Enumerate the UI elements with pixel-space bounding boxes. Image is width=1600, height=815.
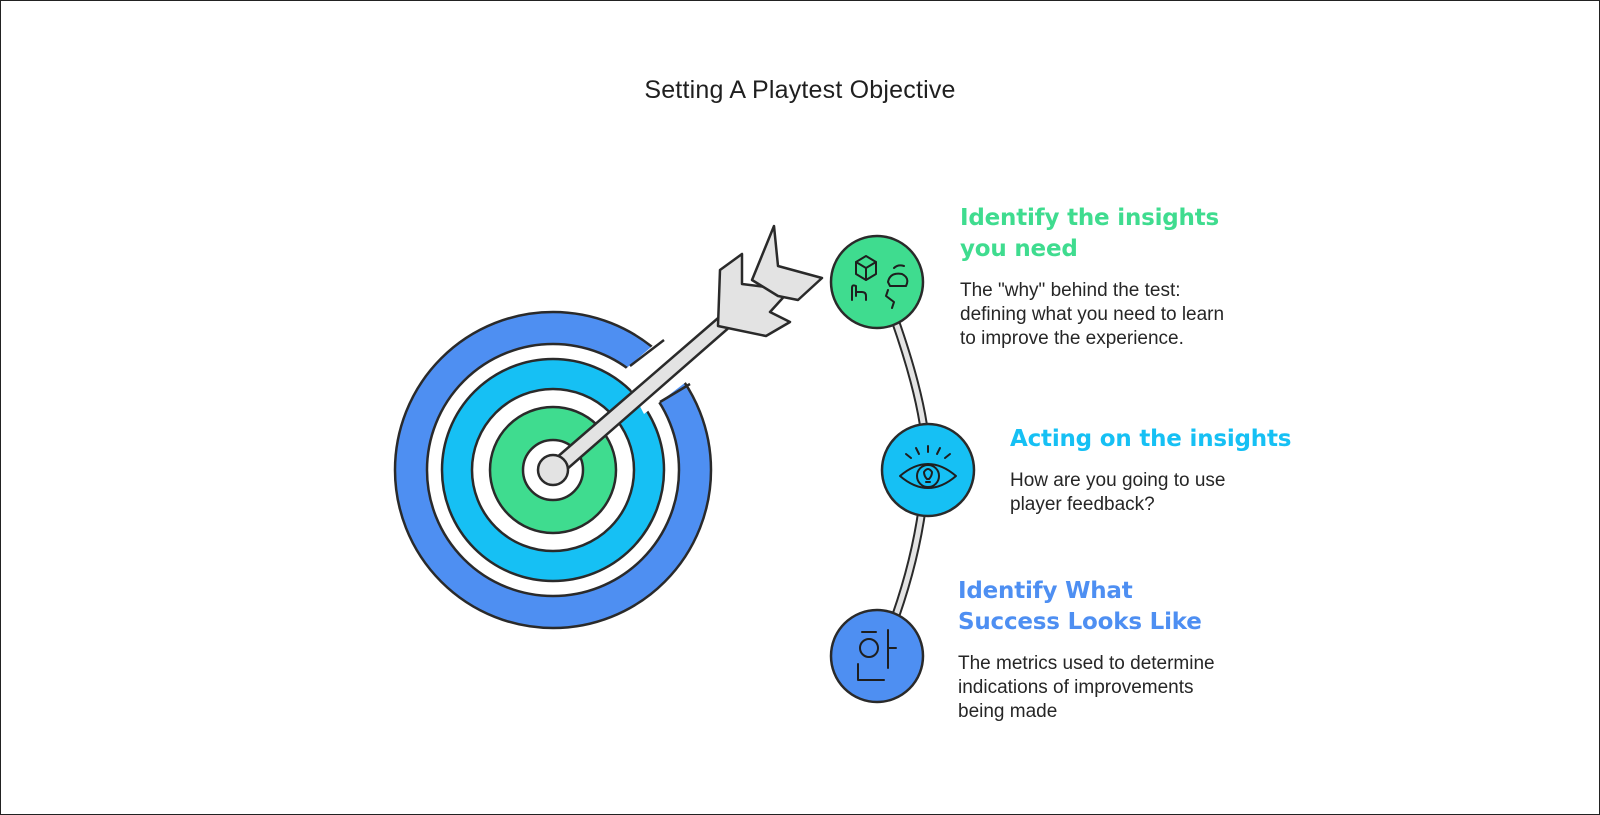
step-1-description: The "why" behind the test: defining what… (960, 279, 1260, 351)
step-identify-success: Identify What Success Looks Like The met… (958, 576, 1258, 724)
step-1-description-line: defining what you need to learn (960, 304, 1225, 325)
step-acting-on-insights: Acting on the insights How are you going… (1010, 424, 1310, 517)
step-2-description: How are you going to use player feedback… (1010, 469, 1310, 517)
target-outer-ring (395, 312, 711, 628)
step-2-description-line: player feedback? (1010, 494, 1155, 515)
step-1-heading: Identify the insights you need (960, 203, 1260, 265)
step-2-icon-circle (880, 422, 976, 518)
step-3-heading-line: Identify What (958, 578, 1133, 604)
success-metric-icon (857, 629, 897, 681)
step-1-icon-circle (829, 234, 925, 330)
step-1-description-line: The "why" behind the test: (960, 280, 1181, 301)
step-3-icon-circle (829, 608, 925, 704)
eye-lightbulb-icon (899, 445, 957, 489)
step-2-description-line: How are you going to use (1010, 470, 1226, 491)
step-3-description-line: The metrics used to determine (958, 653, 1215, 674)
hand-cube-idea-icon (851, 255, 909, 309)
step-1-description-line: to improve the experience. (960, 328, 1184, 349)
step-3-description-line: being made (958, 701, 1058, 722)
step-3-heading-line: Success Looks Like (958, 609, 1202, 635)
page-title: Setting A Playtest Objective (644, 76, 956, 104)
step-2-heading: Acting on the insights (1010, 424, 1310, 455)
step-1-heading-line: Identify the insights (960, 205, 1220, 231)
step-1-heading-line: you need (960, 236, 1078, 262)
step-identify-insights: Identify the insights you need The "why"… (960, 203, 1260, 351)
target-middle-ring (442, 359, 664, 581)
arrow-icon (536, 224, 824, 487)
step-2-heading-line: Acting on the insights (1010, 426, 1292, 452)
step-3-description: The metrics used to determine indication… (958, 652, 1258, 724)
step-3-description-line: indications of improvements (958, 677, 1194, 698)
step-3-heading: Identify What Success Looks Like (958, 576, 1258, 638)
